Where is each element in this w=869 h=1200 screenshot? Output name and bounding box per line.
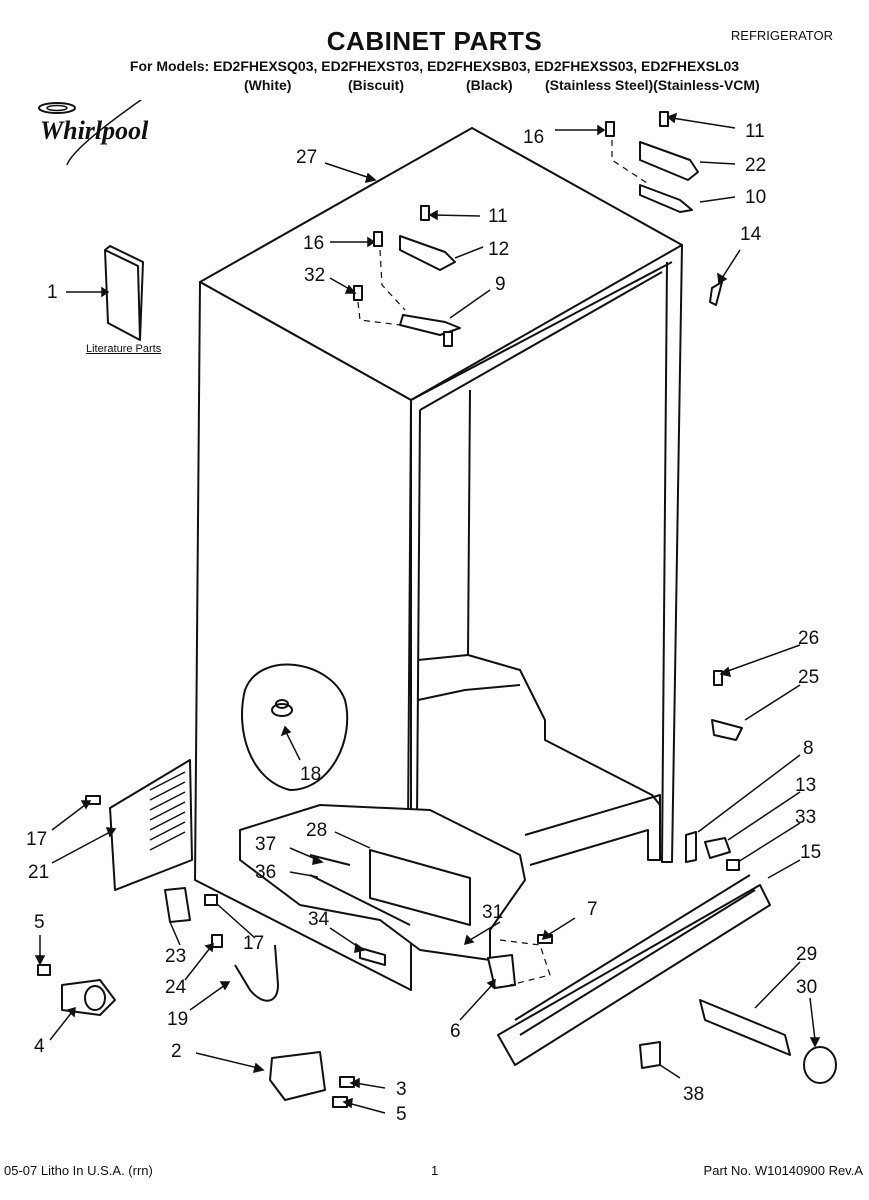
color-biscuit: (Biscuit) (348, 77, 404, 93)
callout-2: 2 (171, 1041, 182, 1062)
callout-30: 30 (796, 977, 817, 998)
page-title: CABINET PARTS (326, 26, 543, 56)
inner-liner (467, 389, 661, 806)
cabinet-right-edge (661, 244, 683, 863)
callout-5b: 5 (396, 1104, 407, 1125)
callout-34: 34 (308, 909, 330, 930)
callout-14: 14 (740, 224, 762, 245)
callout-38: 38 (683, 1084, 704, 1105)
whirlpool-logo (38, 100, 143, 166)
callout-17a: 17 (26, 829, 47, 850)
callout-26: 26 (798, 628, 819, 649)
whirlpool-wordmark: Whirlpool (40, 116, 149, 145)
models-line: For Models: ED2FHEXSQ03, ED2FHEXST03, ED… (129, 58, 740, 74)
color-stainless: (Stainless Steel)(Stainless-VCM) (545, 77, 760, 93)
part-18-bubble (241, 663, 349, 791)
literature-booklet (104, 245, 144, 341)
callout-3: 3 (396, 1079, 407, 1100)
part-38-knob (639, 1041, 661, 1069)
part-19-tube (234, 944, 279, 1002)
part-37-tube (309, 854, 351, 866)
front-frame (410, 261, 673, 411)
part-25-bracket (711, 719, 743, 741)
callout-33: 33 (795, 807, 816, 828)
callout-31: 31 (482, 902, 503, 923)
callout-11b: 11 (488, 206, 508, 227)
literature-parts-label: Literature Parts (86, 343, 162, 355)
part-21-grille (109, 759, 193, 891)
callout-16a: 16 (523, 127, 544, 148)
callout-22: 22 (745, 155, 766, 176)
middle-hinge-cover (399, 235, 456, 271)
callout-13: 13 (795, 775, 816, 796)
footer-litho: 05-07 Litho In U.S.A. (rrn) (4, 1163, 153, 1178)
part-13-bracket (704, 837, 731, 859)
part-28-manifold (369, 849, 471, 926)
callout-37: 37 (255, 834, 276, 855)
callout-29: 29 (796, 944, 817, 965)
color-white: (White) (244, 77, 292, 93)
callout-9: 9 (495, 274, 506, 295)
callout-7: 7 (587, 899, 598, 920)
callout-27: 27 (296, 147, 317, 168)
callout-32: 32 (304, 265, 325, 286)
part-8-bracket (685, 831, 697, 863)
upper-hinge (639, 184, 693, 213)
callout-21: 21 (28, 862, 49, 883)
callout-10: 10 (745, 187, 766, 208)
callout-25: 25 (798, 667, 819, 688)
callout-19: 19 (167, 1009, 188, 1030)
part-15-toe-grille (497, 884, 771, 1066)
appliance-category: REFRIGERATOR (730, 28, 833, 43)
callout-16b: 16 (303, 233, 324, 254)
color-black: (Black) (466, 77, 513, 93)
callout-18: 18 (300, 764, 321, 785)
callout-15: 15 (800, 842, 821, 863)
part-29-filter (699, 999, 791, 1056)
part-34-block (359, 947, 386, 966)
callout-17b: 17 (243, 933, 264, 954)
callout-28: 28 (306, 820, 327, 841)
callout-4: 4 (34, 1036, 45, 1057)
part-30-cap (803, 1046, 837, 1084)
callout-12: 12 (488, 239, 509, 260)
footer-page-number: 1 (431, 1163, 439, 1178)
part-14 (709, 281, 723, 306)
part-2-roller (269, 1051, 326, 1101)
callout-1: 1 (47, 282, 58, 303)
callout-23: 23 (165, 946, 186, 967)
callout-11a: 11 (745, 121, 765, 142)
upper-hinge-cover (639, 141, 699, 181)
callout-24: 24 (165, 977, 187, 998)
callout-5a: 5 (34, 912, 45, 933)
footer-part-number: Part No. W10140900 Rev.A (703, 1163, 863, 1178)
part-36-tube (309, 874, 411, 926)
part-23-bracket (164, 887, 191, 923)
callout-6: 6 (450, 1021, 461, 1042)
callout-8: 8 (803, 738, 814, 759)
callout-36: 36 (255, 862, 276, 883)
